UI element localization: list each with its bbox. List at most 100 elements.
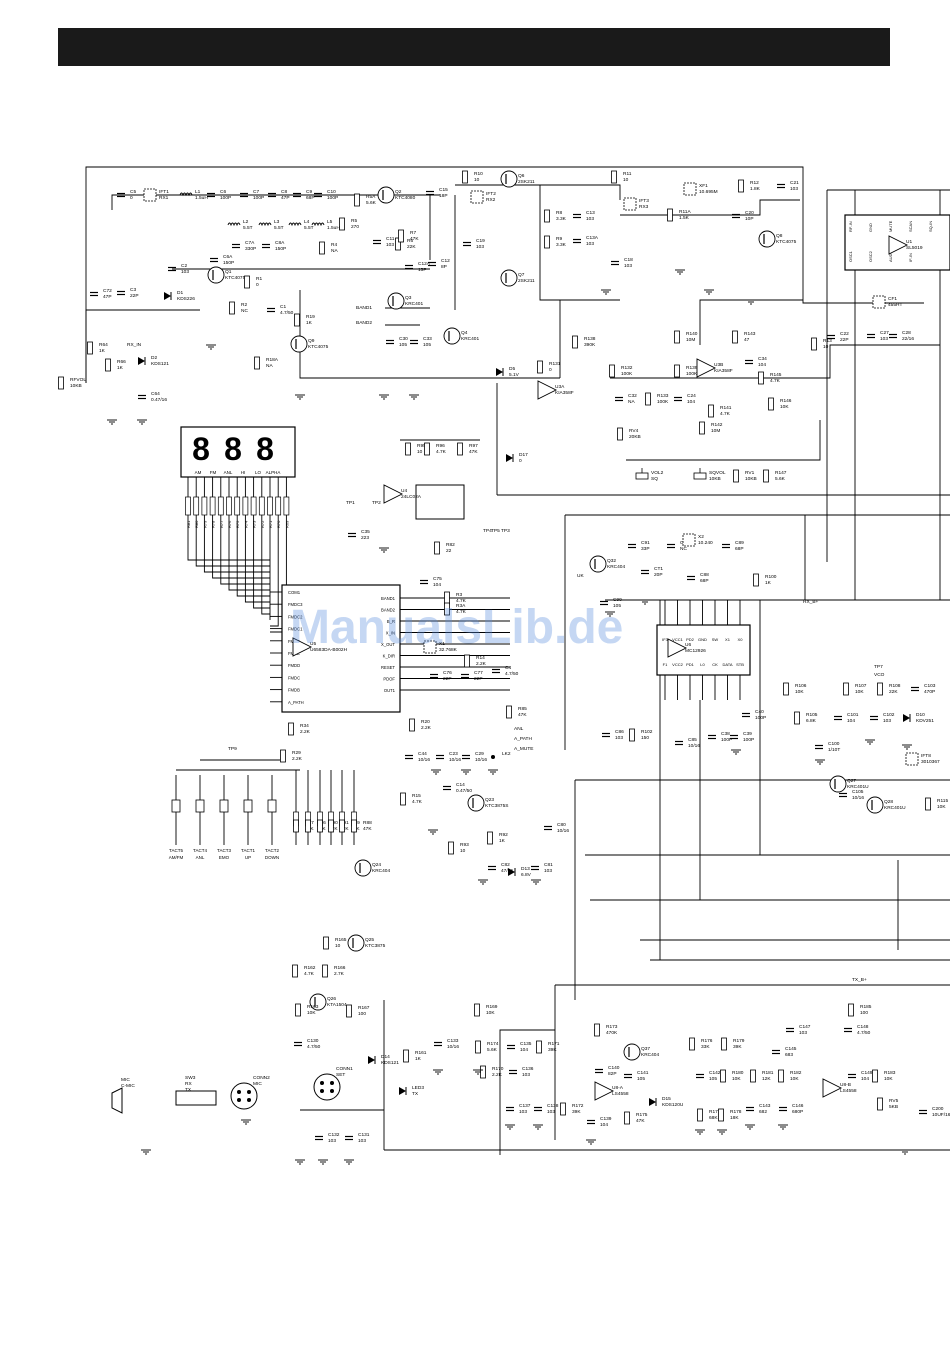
component-label: L4 [304, 219, 310, 225]
component-label: 82P [608, 1071, 617, 1077]
node-symbol [491, 755, 495, 759]
component-label: 2SK211 [518, 179, 535, 185]
component-label: 39K [548, 1047, 557, 1053]
component-label: 10.695M [699, 189, 718, 195]
component-label: R161 [415, 1050, 427, 1056]
diode-symbol [138, 357, 145, 365]
u1-pin-label: SQ-IN [928, 221, 933, 232]
resistor-label: R75 [235, 520, 240, 528]
transformer-symbol [143, 188, 157, 202]
component-label: C21 [790, 180, 799, 186]
component-label: 68P [735, 546, 744, 552]
component-label: C9 [306, 189, 312, 195]
transformer-symbol [470, 190, 484, 204]
component-label: KIA358F [714, 368, 733, 374]
component-label: R34 [300, 723, 309, 729]
resistor-symbol [339, 819, 345, 833]
component-label: 103 [547, 1109, 555, 1115]
component-label: R170 [492, 1066, 504, 1072]
component-label: KTC4075 [776, 239, 797, 245]
tact-switch [219, 799, 229, 813]
component-label: Q1 [225, 269, 232, 275]
component-label: R15 [412, 793, 421, 799]
component-label: R146 [780, 398, 792, 404]
u6-pin-label: SW [712, 637, 719, 642]
diode-symbol [508, 868, 515, 876]
component-label: 680P [792, 1109, 803, 1115]
component-label: RFVOL [70, 377, 86, 383]
resistor-symbol [594, 1023, 600, 1037]
component-label: D17 [519, 452, 528, 458]
resistor-symbol [536, 1040, 542, 1054]
potentiometer-symbol [693, 472, 707, 480]
net-label: RX_B+ [803, 599, 819, 605]
resistor-label: R73 [252, 520, 257, 528]
transistor-symbol [467, 794, 485, 812]
resistor [217, 496, 224, 516]
resistor-symbol [872, 1069, 878, 1083]
u6-pin-label: PD1 [686, 662, 695, 667]
component-label: C28 [902, 330, 911, 336]
component-label: KRC404 [607, 564, 625, 570]
tact-switch-name: TACT1 [241, 848, 255, 853]
component-label: 103 [544, 868, 552, 874]
resistor [234, 496, 241, 516]
component-label: 150P [223, 260, 234, 266]
resistor-symbol [424, 442, 430, 456]
transistor-symbol [309, 993, 327, 1011]
component-label: 103 [181, 269, 189, 275]
component-label: R181 [762, 1070, 774, 1076]
component-label: C148 [857, 1024, 869, 1030]
component-label: C4 [505, 665, 511, 671]
component-label: 68K [709, 1115, 718, 1121]
resistor [283, 496, 290, 516]
resistor-symbol [254, 356, 260, 370]
component-label: C132 [328, 1132, 340, 1138]
diode-symbol [649, 1098, 656, 1106]
component-label: SW3 [185, 1075, 196, 1081]
component-label: 1/10T [828, 747, 840, 753]
opamp-symbol [537, 380, 558, 400]
component-label: R138 [584, 336, 596, 342]
component-label: C137 [519, 1103, 531, 1109]
wire [620, 199, 800, 216]
transistor-symbol [290, 335, 308, 353]
resistor [275, 496, 282, 516]
resistor-symbol [295, 1003, 301, 1017]
u5-pin-label: PDOF [383, 677, 395, 682]
component-label: C91 [641, 540, 650, 546]
component-label: RV4 [629, 428, 639, 434]
resistor-symbol [403, 1049, 409, 1063]
component-label: 10K [937, 804, 946, 810]
component-r87: R8747K [293, 819, 314, 833]
resistor-symbol [732, 330, 738, 344]
component-label: C22 [840, 331, 849, 337]
component-label: Q28 [884, 799, 893, 805]
component-label: D10 [916, 712, 925, 718]
